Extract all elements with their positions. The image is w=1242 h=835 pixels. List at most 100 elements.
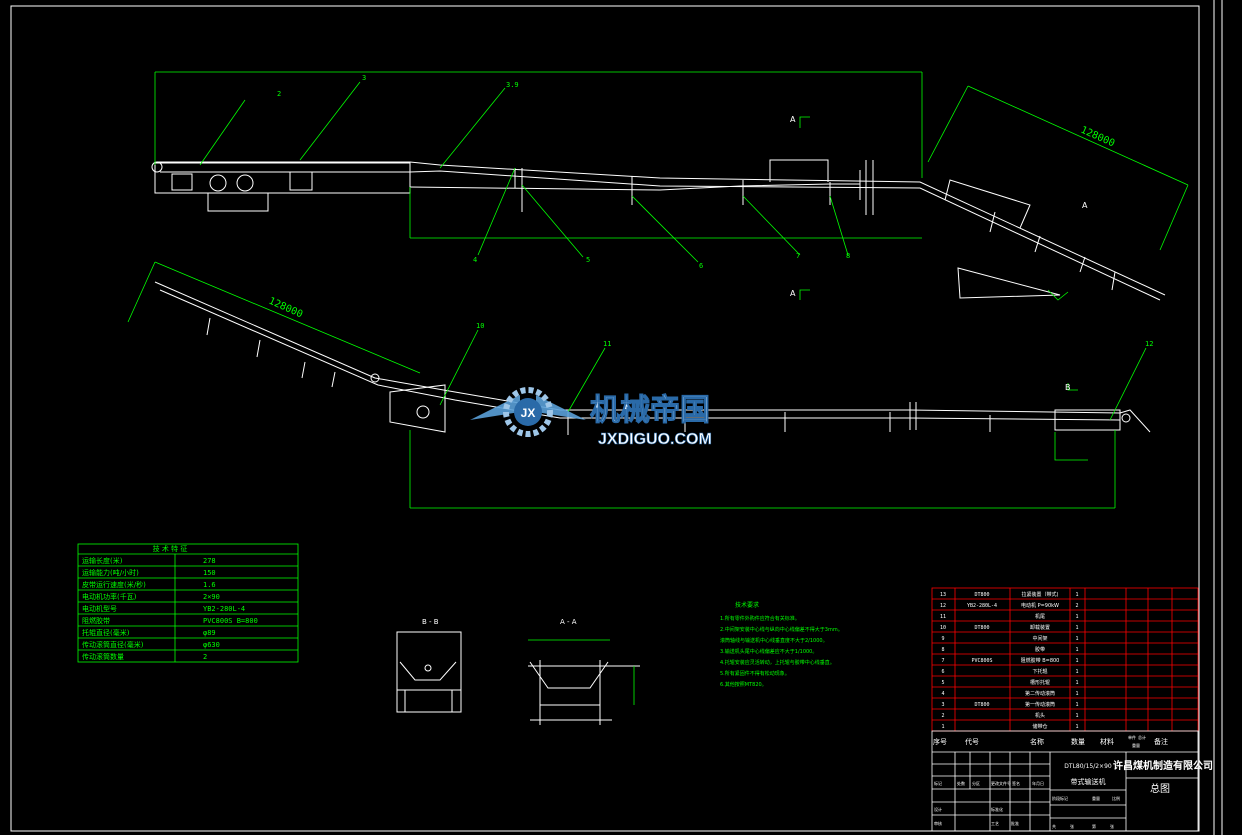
title-block-label: 工艺: [991, 821, 999, 826]
note-line: 3.输送机头尾中心线偏差应不大于1/1000。: [720, 648, 817, 655]
bom-header-qty: 数量: [1071, 737, 1085, 746]
title-block-label: 处数: [957, 780, 965, 786]
bom-no: 12: [940, 603, 946, 609]
upper-dimensions: [154, 71, 1189, 301]
part-callouts: 2 3 3.9 4 5 6 7 8 10 11 12: [277, 74, 1153, 348]
title-block-label: 张: [1110, 823, 1114, 829]
tech-table-rows: 运输长度(米)278运输能力(吨/小时)150皮带运行速度(米/秒)1.6电动机…: [82, 556, 258, 661]
callout-3: 3: [362, 74, 366, 82]
bom-no: 4: [941, 691, 944, 697]
bom-header-total: 总计: [1138, 734, 1146, 740]
watermark-en: JXDIGUO.COM: [598, 431, 712, 448]
bom-qty: 1: [1075, 625, 1078, 631]
watermark: JX 机械帝国 JXDIGUO.COM: [470, 387, 712, 448]
bom-qty: 2: [1075, 603, 1078, 609]
title-product: 带式输送机: [1071, 777, 1106, 786]
title-block-label: 共: [1052, 823, 1056, 829]
dimension-upper: 128000: [1079, 125, 1116, 150]
bom-table: [931, 587, 1199, 732]
callout-5: 5: [586, 256, 590, 264]
title-block-label: 第: [1092, 823, 1096, 829]
lower-dimensions: [127, 261, 1147, 509]
upper-idler-stands: [514, 168, 1116, 291]
bom-qty: 1: [1075, 636, 1078, 642]
section-a-bottom: A: [790, 289, 796, 298]
bom-code: DT800: [974, 592, 989, 598]
bom-header-code: 代号: [965, 737, 979, 746]
watermark-badge: JX: [521, 406, 536, 420]
title-block-label: 设计: [934, 806, 942, 812]
section-view-bb-label: B - B: [422, 618, 439, 626]
section-triangle: [957, 267, 1061, 299]
title-drawing: 总图: [1150, 782, 1170, 795]
title-block-label: 签名: [1012, 780, 1020, 786]
lower-belt-carry: [154, 281, 1121, 414]
tech-table-title: 技 术 特 征: [153, 544, 188, 553]
callout-3-9: 3.9: [506, 81, 519, 89]
bom-header-weight: 重量: [1132, 742, 1140, 748]
bom-name: 电动机 P=90kW: [1021, 602, 1059, 609]
tech-row-value: 1.6: [203, 581, 216, 589]
title-model: DTL80/15/2×90: [1064, 763, 1112, 770]
section-markers: A A A B: [790, 115, 1088, 392]
section-a-right: A: [1082, 201, 1088, 210]
bom-code: DT800: [974, 702, 989, 708]
head-drive-base: [207, 192, 269, 212]
callout-4: 4: [473, 256, 477, 264]
note-line: 5.所有紧固件不得有松动现象。: [720, 670, 790, 677]
motor-box: [289, 171, 313, 191]
callout-6: 6: [699, 262, 703, 270]
bom-qty: 1: [1075, 680, 1078, 686]
title-block-label: 标准化: [991, 806, 1003, 812]
tech-row-label: 阻燃胶带: [82, 616, 110, 625]
bom-no: 8: [941, 647, 944, 653]
reducer-box: [171, 173, 193, 191]
tech-row-label: 电动机功率(千瓦): [82, 592, 137, 601]
title-block-label: 审核: [934, 820, 942, 826]
bom-header-name: 名称: [1030, 737, 1044, 746]
bom-no: 2: [941, 713, 944, 719]
bom-qty: 1: [1075, 647, 1078, 653]
bom-name: 卸载装置: [1030, 624, 1050, 631]
bom-name: 第二传动滚筒: [1025, 690, 1055, 697]
head-drive-frame: [154, 162, 411, 194]
section-view-aa: [528, 660, 640, 725]
tech-row-value: φ630: [203, 641, 220, 649]
section-b-right: B: [1065, 383, 1071, 392]
section-view-bb: [396, 631, 462, 713]
notes-lines: 1.所有零件外购件应符合有关标准。2.中间架安装中心线与纵向中心线偏差不得大于3…: [720, 615, 843, 688]
tail-unit: [1054, 409, 1121, 431]
bom-name: 槽形托辊: [1030, 679, 1050, 686]
bom-header-no: 序号: [933, 737, 947, 746]
section-a-top: A: [790, 115, 796, 124]
tech-row-value: φ89: [203, 629, 216, 637]
bom-name: 胶带: [1035, 646, 1045, 653]
callout-2: 2: [277, 90, 281, 98]
bom-name: 机头: [1035, 712, 1045, 719]
bom-qty: 1: [1075, 724, 1078, 730]
bom-no: 1: [941, 724, 944, 730]
bom-code: PVC800S: [971, 658, 992, 664]
tech-row-value: 150: [203, 569, 216, 577]
tech-row-label: 皮带运行速度(米/秒): [82, 580, 146, 589]
bom-name: 机尾: [1035, 613, 1045, 620]
bom-no: 13: [940, 592, 946, 598]
title-block-label: 更改文件号: [991, 780, 1011, 786]
bom-no: 6: [941, 669, 944, 675]
bom-no: 9: [941, 636, 944, 642]
tech-row-value: 2×90: [203, 593, 220, 601]
title-block-label: 分区: [972, 780, 980, 786]
tech-row-label: 运输能力(吨/小时): [82, 568, 139, 577]
bom-name: 储带仓: [1032, 723, 1047, 730]
tech-row-value: 2: [203, 653, 207, 661]
watermark-cn: 机械帝国: [590, 393, 710, 428]
bom-qty: 1: [1075, 669, 1078, 675]
bom-no: 7: [941, 658, 944, 664]
drive-pulley-2: [236, 174, 254, 192]
tech-row-value: PVC800S B=800: [203, 617, 258, 625]
bom-qty: 1: [1075, 592, 1078, 598]
tech-row-label: 电动机型号: [82, 604, 117, 613]
tech-row-value: 278: [203, 557, 216, 565]
upper-section-box: [769, 159, 829, 182]
bom-header-material: 材料: [1100, 737, 1114, 746]
